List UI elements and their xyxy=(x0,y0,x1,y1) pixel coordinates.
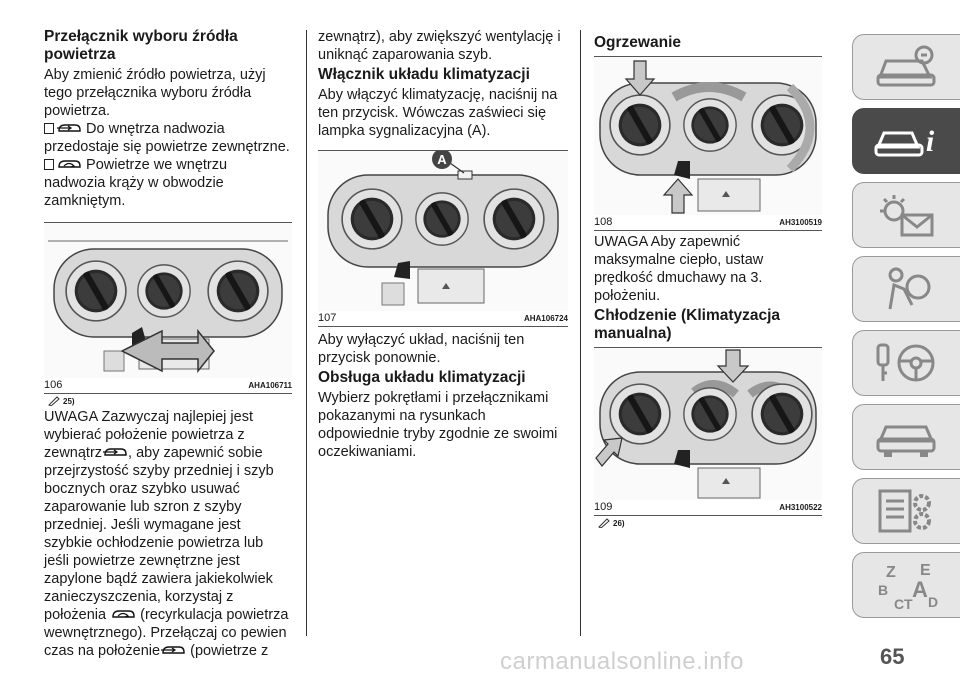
outside-air-text: Do wnętrza nadwozia przedostaje się powi… xyxy=(44,121,290,155)
ac-off-text: Aby wyłączyć układ, naciśnij ten przycis… xyxy=(318,332,525,366)
svg-text:D: D xyxy=(928,594,938,610)
column-1: Przełącznik wyboru źródła powietrza Aby … xyxy=(44,28,292,660)
alphabetical-index-icon: Z E B A C T D xyxy=(878,562,938,611)
figure-code: AH3100522 xyxy=(779,503,822,512)
page-number: 65 xyxy=(880,644,905,669)
airbag-safety-icon xyxy=(888,267,930,310)
chapter-tabs: i xyxy=(852,34,960,626)
figure-107: A 107 AHA106724 xyxy=(318,150,568,327)
tab-maintenance[interactable] xyxy=(852,478,960,544)
heating-note: UWAGA Aby zapewnić maksymalne ciepło, us… xyxy=(594,234,764,304)
car-dashboard-icon xyxy=(876,45,935,87)
climate-panel-illustration xyxy=(44,223,292,378)
note-reference: 25) xyxy=(48,396,292,406)
heading-ac-switch: Włącznik układu klimatyzacji xyxy=(318,66,530,83)
column-divider xyxy=(580,30,581,636)
pencil-note-icon xyxy=(598,518,610,528)
cooling-panel-illustration xyxy=(594,348,822,500)
column-divider xyxy=(306,30,307,636)
svg-text:A: A xyxy=(912,577,928,602)
figure-109: 109 AH3100522 xyxy=(594,347,822,516)
outside-air-item: Do wnętrza nadwozia przedostaje się powi… xyxy=(44,120,292,156)
checkbox-icon xyxy=(44,159,54,170)
ac-panel-illustration: A xyxy=(318,151,568,311)
figure-number: 106 xyxy=(44,379,63,391)
warning-lights-icon xyxy=(879,195,933,237)
column-2: zewnątrz), aby zwiększyć wentylację i un… xyxy=(318,28,568,461)
pencil-note-icon xyxy=(48,396,60,406)
tab-car-emergency[interactable] xyxy=(852,404,960,470)
svg-text:Z: Z xyxy=(886,564,896,581)
continued-text: zewnątrz), aby zwiększyć wentylację i un… xyxy=(318,29,561,63)
figure-caption: 107 AHA106724 xyxy=(318,311,568,327)
heading-heating: Ogrzewanie xyxy=(594,34,681,51)
svg-text:E: E xyxy=(920,562,931,579)
checkbox-icon xyxy=(44,123,54,134)
ac-operation-text: Wybierz pokrętłami i przełącznikami poka… xyxy=(318,390,558,460)
watermark: carmanualsonline.info xyxy=(500,648,744,675)
callout-a: A xyxy=(437,152,447,167)
svg-text:i: i xyxy=(925,125,934,158)
figure-number: 109 xyxy=(594,501,613,513)
heating-panel-illustration xyxy=(594,57,822,215)
column-3: Ogrzewanie 108 AH3100519 UWAGA Aby zapew… xyxy=(594,28,822,530)
ac-switch-text: Aby włączyć klimatyzację, naciśnij na te… xyxy=(318,87,558,139)
heading-air-source: Przełącznik wyboru źródła powietrza xyxy=(44,28,238,63)
heading-cooling: Chłodzenie (Klimatyzacja manualna) xyxy=(594,307,781,342)
tab-alphabetical-index[interactable]: Z E B A C T D xyxy=(852,552,960,618)
figure-number: 107 xyxy=(318,312,337,324)
recirculation-text: Powietrze we wnętrzu nadwozia krąży w ob… xyxy=(44,157,228,209)
tab-car-info[interactable]: i xyxy=(852,108,960,174)
recirculation-icon xyxy=(110,608,136,620)
air-source-intro: Aby zmienić źródło powietrza, użyj tego … xyxy=(44,67,266,119)
figure-code: AHA106711 xyxy=(248,381,292,390)
figure-108: 108 AH3100519 xyxy=(594,56,822,231)
figure-106: 106 AHA106711 xyxy=(44,222,292,394)
car-info-icon: i xyxy=(874,125,934,158)
figure-caption: 109 AH3100522 xyxy=(594,500,822,516)
outside-air-icon xyxy=(56,122,82,134)
figure-code: AH3100519 xyxy=(779,218,822,227)
svg-text:B: B xyxy=(878,582,888,598)
tab-airbag-safety[interactable] xyxy=(852,256,960,322)
figure-code: AHA106724 xyxy=(523,314,568,323)
note-reference: 26) xyxy=(598,518,822,528)
air-source-warning: UWAGA Zazwyczaj najlepiej jest wybierać … xyxy=(44,409,289,659)
tab-warning-lights[interactable] xyxy=(852,182,960,248)
tab-key-steering[interactable] xyxy=(852,330,960,396)
recirculation-item: Powietrze we wnętrzu nadwozia krąży w ob… xyxy=(44,156,292,210)
heading-ac-operation: Obsługa układu klimatyzacji xyxy=(318,369,526,386)
maintenance-list-icon xyxy=(878,489,931,533)
figure-caption: 106 AHA106711 xyxy=(44,378,292,394)
recirculation-icon xyxy=(56,158,82,170)
figure-caption: 108 AH3100519 xyxy=(594,215,822,231)
figure-number: 108 xyxy=(594,216,613,228)
outside-air-icon xyxy=(102,446,128,458)
svg-text:C: C xyxy=(894,596,904,611)
svg-text:T: T xyxy=(904,596,913,611)
key-steering-wheel-icon xyxy=(876,343,934,382)
car-emergency-icon xyxy=(876,425,935,457)
outside-air-icon xyxy=(160,644,186,656)
tab-car-dashboard[interactable] xyxy=(852,34,960,100)
